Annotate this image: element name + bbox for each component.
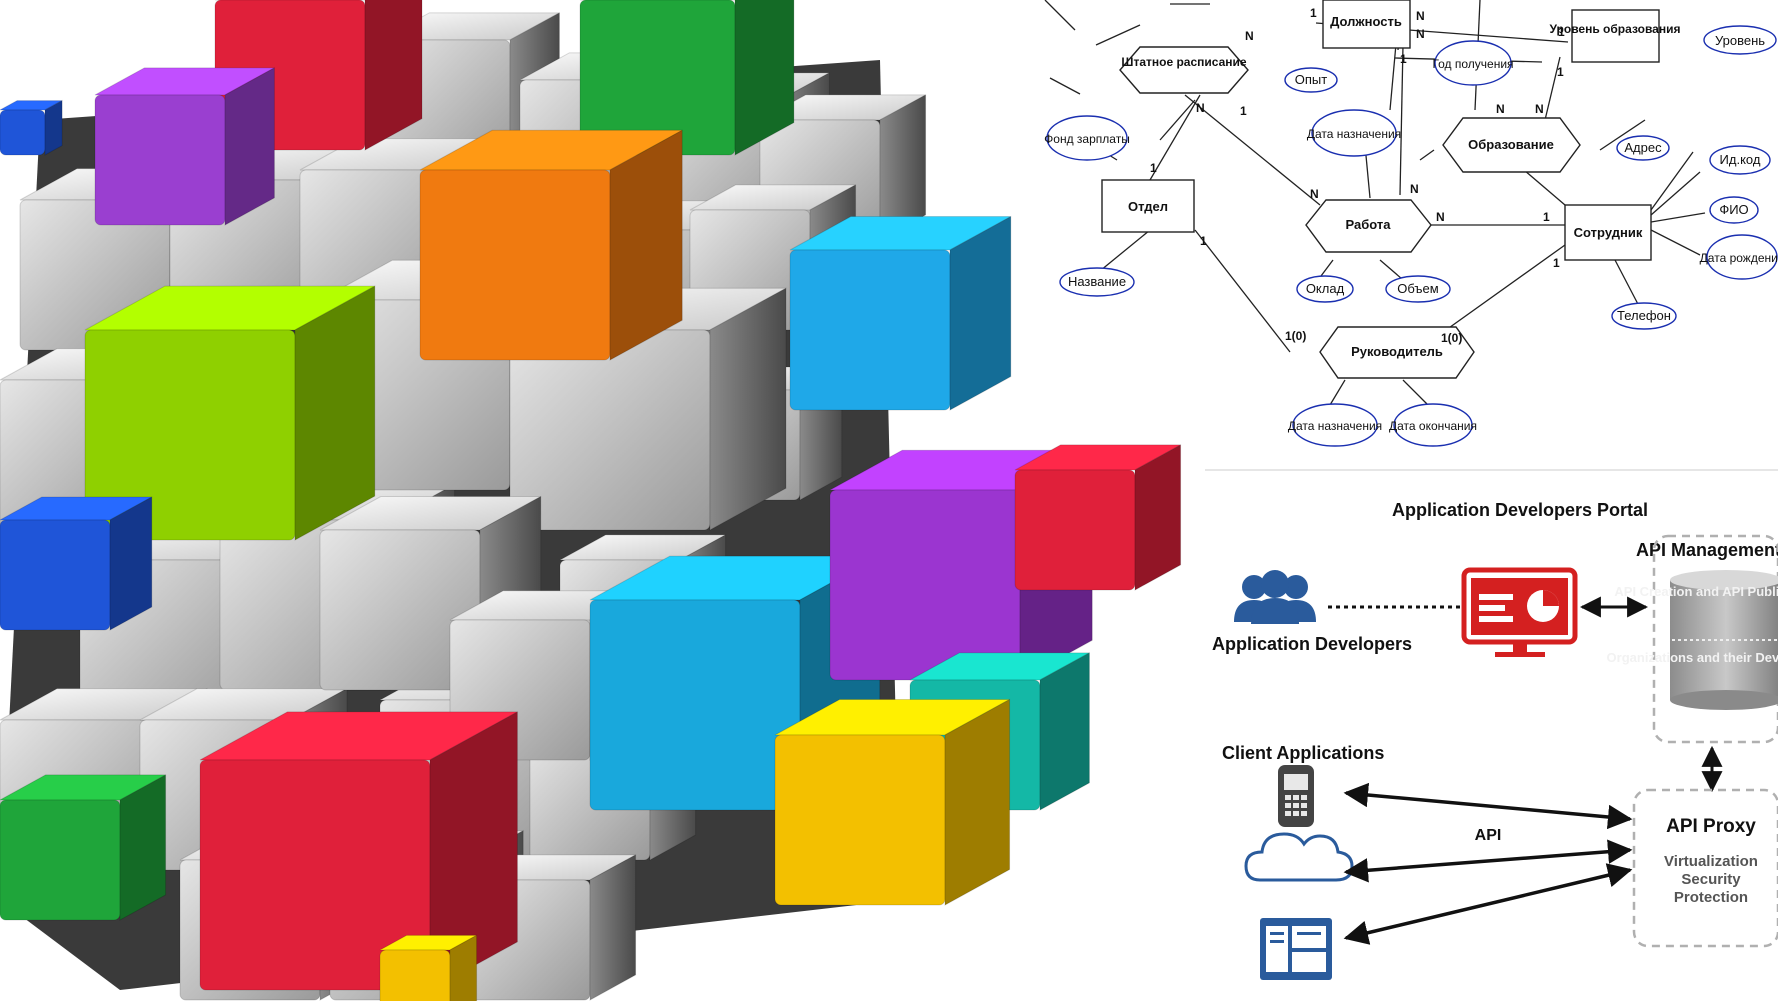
colored-cube [579,0,795,156]
colored-cube [379,934,478,1001]
colored-cube [199,711,518,991]
er-diagram: Должность Уровень образования Отдел Сотр… [1044,0,1778,447]
cloud-icon [1244,832,1354,882]
attr-id-kod: Ид.код [1720,152,1761,167]
colored-cube [94,66,275,226]
entity-dolzhnost: Должность [1322,0,1411,49]
colored-cube [0,99,63,156]
api-architecture-diagram: Application Developers Application Devel… [1212,500,1778,980]
colored-cube [84,285,376,541]
relationship-label: Штатное расписание [1121,55,1246,69]
colored-cube [1014,444,1182,591]
attr-adres: Адрес [1624,140,1662,155]
portal-title: Application Developers Portal [1392,500,1648,520]
colored-cube [0,774,167,921]
cardinality: 1 [1150,161,1157,175]
cardinality: 1 [1553,256,1560,270]
cardinality: 1 [1558,25,1565,39]
management-item-creation: API Creation and API Publication [1614,584,1778,599]
er-attributes [1046,25,1778,447]
api-proxy-title: API Proxy [1666,816,1756,837]
api-arrows [1343,782,1633,945]
mobile-phone-icon [1278,765,1314,827]
relationship-rabota: Работа [1305,199,1432,253]
attr-nazvanie: Название [1068,274,1126,289]
relationship-label: Образование [1468,137,1554,152]
attr-data-naznacheniya-2: Дата назначения [1288,419,1382,433]
people-group-icon [1234,570,1316,624]
api-management-title: API Management [1636,540,1778,560]
cardinality: 1 [1543,210,1550,224]
entity-label: Уровень образования [1550,22,1681,36]
relationship-obrazovanie: Образование [1442,117,1581,173]
cardinality: N [1496,102,1505,116]
attr-oklad: Оклад [1306,281,1345,296]
cardinality: N [1416,9,1425,23]
cardinality: N [1436,210,1445,224]
database-cylinder-icon [1670,570,1778,710]
cardinality: N [1310,187,1319,201]
entity-uroven-obrazovaniya: Уровень образования [1550,9,1681,63]
cardinality: 1 [1310,6,1317,20]
cardinality: 1 [1200,234,1207,248]
api-management-box [1652,534,1778,744]
management-item-organizations: Organizations and their Developers [1607,650,1778,665]
attr-opyt: Опыт [1295,72,1327,87]
browser-window-icon [1260,918,1332,980]
cardinality: 1(0) [1441,331,1462,345]
cardinality: 1 [1240,104,1247,118]
er-cardinalities: 1 N N N 1 1 N 1 N N 1 N N N 1 1 1 1 1(0)… [1150,6,1565,345]
attr-obem: Объем [1397,281,1438,296]
proxy-item-virtualization: Virtualization [1664,853,1758,870]
entity-label: Сотрудник [1574,225,1643,240]
cardinality: 1(0) [1285,329,1306,343]
relationship-rukovoditel: Руководитель [1319,326,1475,379]
silver-cube [509,287,787,531]
attr-fio: ФИО [1719,202,1748,217]
api-proxy-box [1632,788,1778,948]
entity-label: Должность [1330,14,1402,29]
attr-god-polucheniya: Год получения [1432,57,1513,71]
er-attribute-labels: Уровень Опыт Год получения Фонд зарплаты… [1044,33,1778,433]
attr-data-okonchaniya: Дата окончания [1389,419,1477,433]
colored-cube [789,215,1012,411]
proxy-item-security: Security [1681,871,1741,888]
entity-sotrudnik: Сотрудник [1564,204,1652,261]
proxy-item-protection: Protection [1674,889,1748,906]
cardinality: N [1535,102,1544,116]
relationship-label: Работа [1346,217,1392,232]
attr-data-naznacheniya: Дата назначения [1307,127,1401,141]
attr-telefon: Телефон [1617,308,1671,323]
cardinality: N [1410,182,1419,196]
cardinality: N [1416,27,1425,41]
attr-fond-zarplaty: Фонд зарплаты [1044,132,1130,146]
silver-cube [469,854,637,1001]
colored-cube [774,698,1011,906]
cardinality: N [1196,101,1205,115]
attr-uroven: Уровень [1715,33,1765,48]
relationship-shtatnoe-raspisanie: Штатное расписание [1119,46,1249,94]
colored-cube [419,129,683,361]
client-applications-label: Client Applications [1222,743,1384,763]
colored-cube [0,496,153,631]
cube-cluster-illustration [0,0,1182,1001]
entity-otdel: Отдел [1101,179,1195,233]
cardinality: 1 [1557,65,1564,79]
cardinality: 1 [1400,52,1407,66]
entity-label: Отдел [1128,199,1168,214]
attr-data-rozhdeniya: Дата рождения [1700,251,1778,265]
relationship-label: Руководитель [1351,344,1443,359]
cardinality: N [1245,29,1254,43]
application-developers-label: Application Developers [1212,634,1412,654]
api-label: API [1475,827,1502,844]
presentation-monitor-icon [1461,567,1578,657]
